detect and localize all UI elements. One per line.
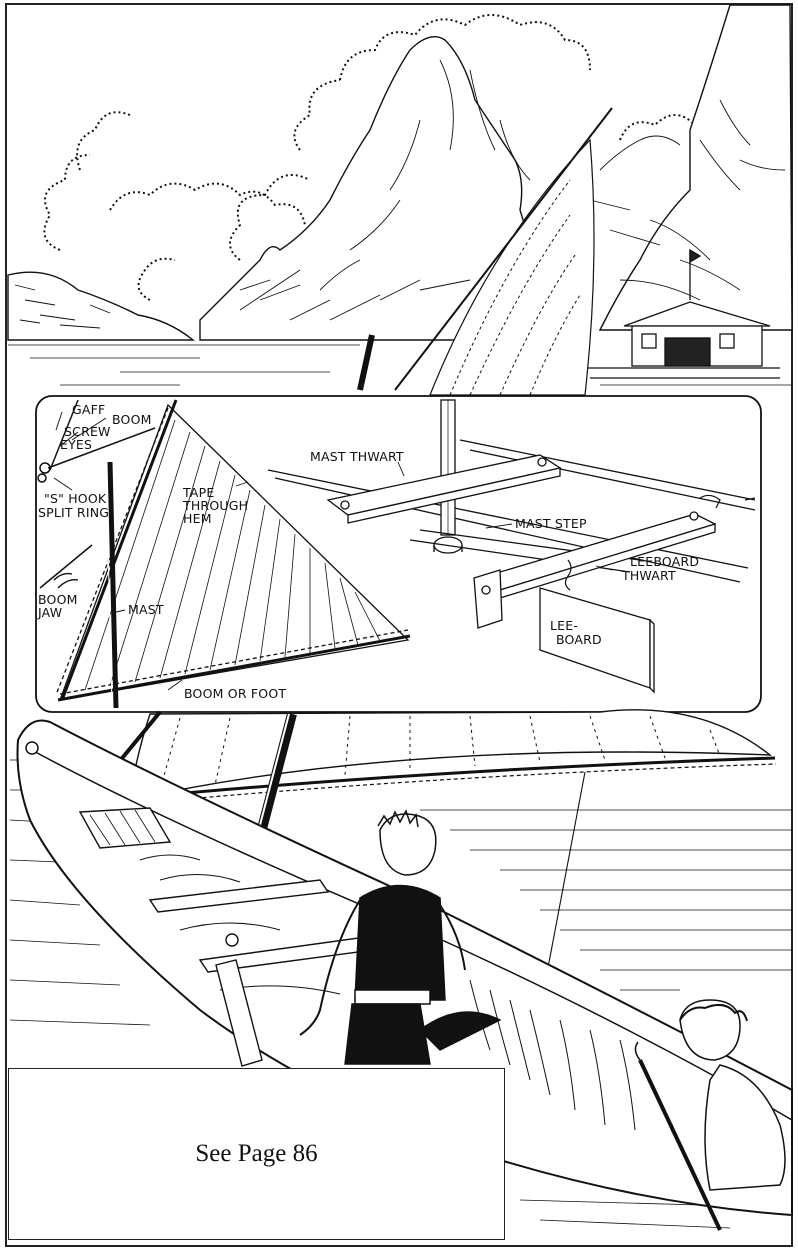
background-sail — [357, 107, 613, 396]
page-reference-caption: See Page 86 — [195, 1140, 318, 1167]
label-s-hook: "S" HOOK — [44, 491, 107, 506]
rigging-detail-inset: GAFF BOOM SCREW EYES "S" HOOK SPLIT RING… — [35, 395, 762, 713]
left-hills — [7, 271, 195, 341]
boathouse — [580, 248, 780, 379]
label-mast-step: MAST STEP — [515, 516, 587, 531]
label-mast-thwart: MAST THWART — [310, 449, 404, 464]
clouds — [43, 14, 696, 301]
label-leeboard-thwart-2: THWART — [621, 568, 676, 583]
frame-detail — [267, 399, 756, 694]
paddle-boy — [634, 999, 786, 1231]
sail-detail — [37, 399, 411, 709]
lake-surface — [8, 344, 792, 386]
label-leeboard-thwart-1: LEEBOARD — [630, 554, 699, 569]
label-screw: SCREW — [64, 424, 111, 439]
label-through: THROUGH — [182, 498, 248, 513]
label-boom-jaw-2: JAW — [37, 605, 62, 620]
boy-sailing — [299, 809, 502, 1065]
water-lines — [9, 759, 792, 1229]
label-mast: MAST — [128, 602, 164, 617]
label-boom-or-foot: BOOM OR FOOT — [184, 686, 286, 701]
canoe-scene — [9, 709, 793, 1231]
inset-labels: GAFF BOOM SCREW EYES "S" HOOK SPLIT RING… — [37, 402, 699, 701]
label-gaff: GAFF — [72, 402, 105, 417]
label-leeboard-2: BOARD — [556, 632, 602, 647]
central-mountain — [199, 36, 561, 341]
label-boom-top: BOOM — [112, 412, 152, 427]
right-mountain — [598, 4, 793, 331]
label-hem: HEM — [183, 511, 212, 526]
label-tape: TAPE — [182, 485, 214, 500]
label-split-ring: SPLIT RING — [38, 505, 109, 520]
label-leeboard-1: LEE- — [550, 618, 578, 633]
label-eyes: EYES — [60, 437, 92, 452]
landscape-scene — [7, 4, 793, 396]
caption-box: See Page 86 — [8, 1068, 505, 1240]
label-boom-jaw-1: BOOM — [38, 592, 78, 607]
